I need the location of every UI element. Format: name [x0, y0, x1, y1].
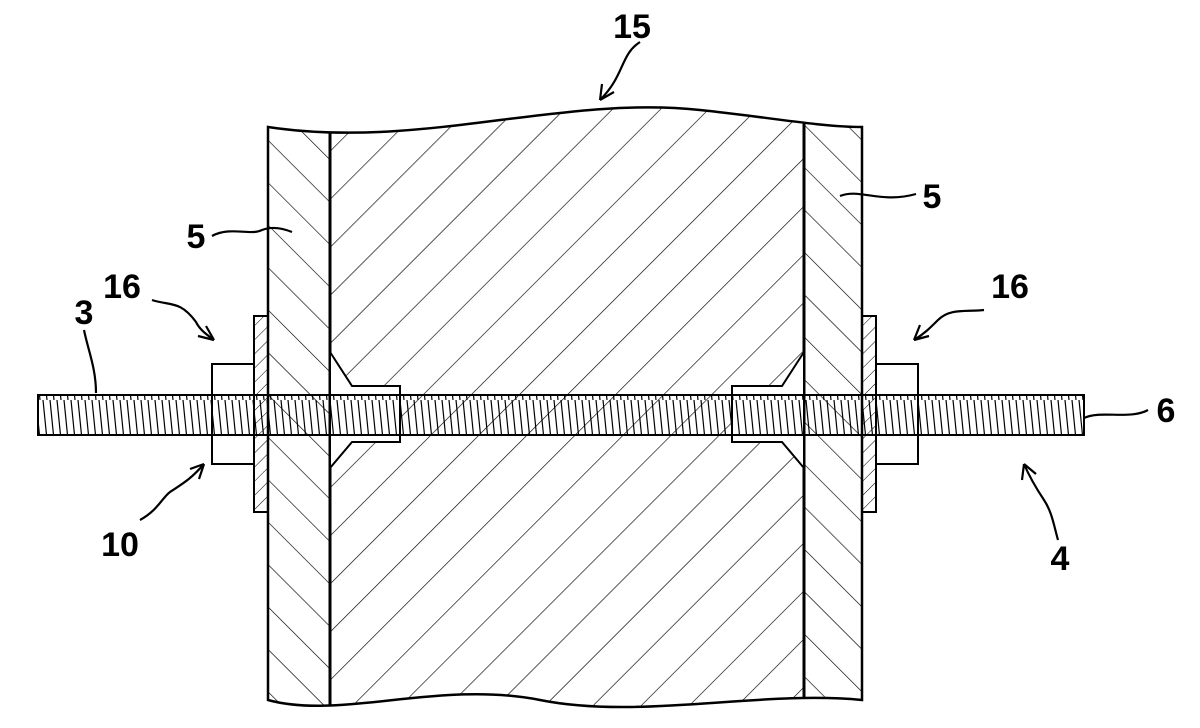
label-rod: 3	[75, 294, 94, 332]
label-plate-left: 5	[187, 218, 206, 256]
leader-10	[139, 463, 205, 521]
leader-15	[599, 41, 641, 101]
leader-6	[1083, 409, 1149, 420]
leader-3	[82, 329, 98, 394]
leader-5-left	[211, 226, 293, 237]
label-rod-end: 6	[1157, 392, 1176, 430]
leader-lines	[82, 41, 1149, 541]
leader-16-right	[913, 308, 985, 341]
leader-16-left	[151, 298, 215, 341]
label-fastener-left: 16	[103, 268, 141, 306]
label-right-end: 4	[1051, 540, 1070, 578]
label-plate-right: 5	[923, 178, 942, 216]
label-fastener-right: 16	[991, 268, 1029, 306]
slab-outline	[266, 106, 864, 709]
leader-4	[1022, 463, 1060, 541]
label-left-end: 10	[101, 526, 139, 564]
leader-5-right	[839, 192, 917, 199]
threaded-rod	[37, 394, 1085, 436]
label-assembly: 15	[613, 8, 651, 46]
